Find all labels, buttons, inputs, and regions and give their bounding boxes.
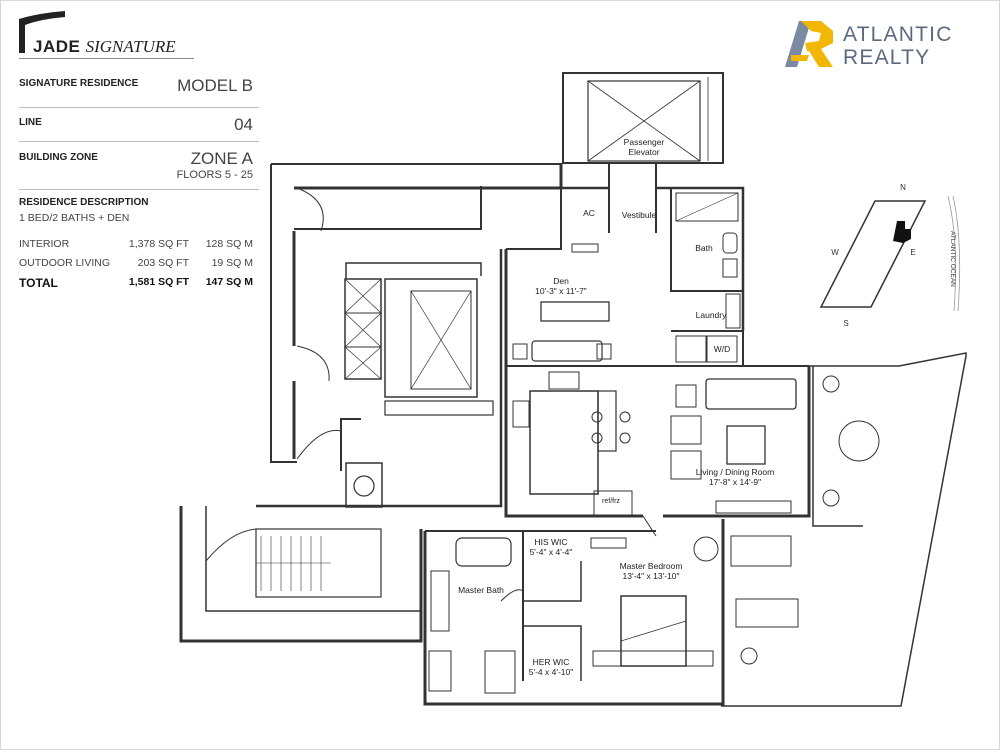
area-sqft-outdoor: 203 SQ FT: [137, 257, 189, 269]
area-sqm-total: 147 SQ M: [205, 276, 253, 288]
jade-wordmark: JADE SIGNATURE: [33, 37, 176, 56]
floors-value: FLOORS 5 - 25: [176, 169, 253, 181]
residence-label: SIGNATURE RESIDENCE: [19, 78, 139, 89]
den-desk: [540, 301, 610, 322]
line-value: 04: [234, 115, 253, 134]
site-outline: [819, 200, 927, 308]
area-label-outdoor: OUTDOOR LIVING: [19, 257, 111, 269]
unit-location-marker: [893, 221, 911, 243]
area-sqm-interior: 128 SQ M: [205, 238, 253, 250]
area-sqft-interior: 1,378 SQ FT: [128, 238, 189, 250]
label-elevator: Passenger: [624, 137, 665, 147]
ocean-label: ATLANTIC OCEAN: [949, 231, 956, 287]
label-vestibule: Vestibule: [622, 210, 657, 220]
label-living: Living / Dining Room: [696, 467, 774, 477]
master-suite-wall: [423, 519, 725, 706]
divider: [19, 189, 259, 190]
atlantic-realty-logo-mark: [785, 21, 833, 67]
area-label-interior: INTERIOR: [19, 238, 70, 250]
living-table: [726, 425, 766, 465]
label-her-wic: HER WIC: [533, 657, 570, 667]
compass-e: E: [910, 248, 915, 257]
elevator-car: [587, 80, 701, 162]
label-his-wic-size: 5'-4" x 4'-4": [530, 547, 573, 557]
label-bath: Bath: [695, 243, 713, 253]
elevator-shaft: [562, 72, 724, 164]
den-sofa: [531, 340, 603, 362]
bathtub: [455, 537, 512, 567]
jade-signature-logo: JADE SIGNATURE: [19, 11, 194, 59]
zone-value: ZONE A: [190, 149, 253, 168]
residence-value: MODEL B: [177, 76, 253, 95]
label-wd: W/D: [714, 344, 731, 354]
label-den-size: 10'-3" x 11'-7": [535, 286, 587, 296]
zone-label: BUILDING ZONE: [19, 152, 98, 163]
kitchen-island: [529, 390, 599, 495]
label-her-wic-size: 5'-4 x 4'-10": [529, 667, 574, 677]
jade-logo-mark: [19, 11, 65, 53]
area-sqm-outdoor: 19 SQ M: [211, 257, 253, 269]
label-master-bedroom-size: 13'-4" x 13'-10": [622, 571, 679, 581]
label-master-bath: Master Bath: [458, 585, 504, 595]
label-laundry: Laundry: [696, 310, 727, 320]
living-sofa: [705, 378, 797, 410]
logo-rule: [19, 58, 194, 59]
description-label: RESIDENCE DESCRIPTION: [19, 197, 149, 208]
label-master-bedroom: Master Bedroom: [620, 561, 683, 571]
area-label-total: TOTAL: [19, 276, 58, 290]
compass-s: S: [843, 319, 848, 328]
label-living-size: 17'-8" x 14'-9": [709, 477, 761, 487]
realty-name-line2: REALTY: [843, 46, 931, 69]
label-his-wic: HIS WIC: [534, 537, 567, 547]
description-value: 1 BED/2 BATHS + DEN: [19, 212, 130, 224]
compass-n: N: [900, 183, 906, 192]
area-sqft-total: 1,581 SQ FT: [128, 276, 189, 288]
corridor-wall-top: [294, 163, 563, 190]
label-ac: AC: [583, 208, 595, 218]
label-reffrz: ref/frz: [602, 498, 620, 505]
label-den: Den: [553, 276, 569, 286]
realty-name-line1: ATLANTIC: [843, 23, 953, 46]
line-label: LINE: [19, 117, 42, 128]
divider: [19, 107, 259, 108]
label-elevator-2: Elevator: [628, 147, 659, 157]
terrace-outline: [721, 352, 967, 707]
divider: [19, 141, 259, 142]
site-compass: N S E W ATLANTIC OCEAN: [819, 183, 961, 328]
compass-w: W: [831, 248, 839, 257]
shaft-block: [344, 278, 382, 380]
